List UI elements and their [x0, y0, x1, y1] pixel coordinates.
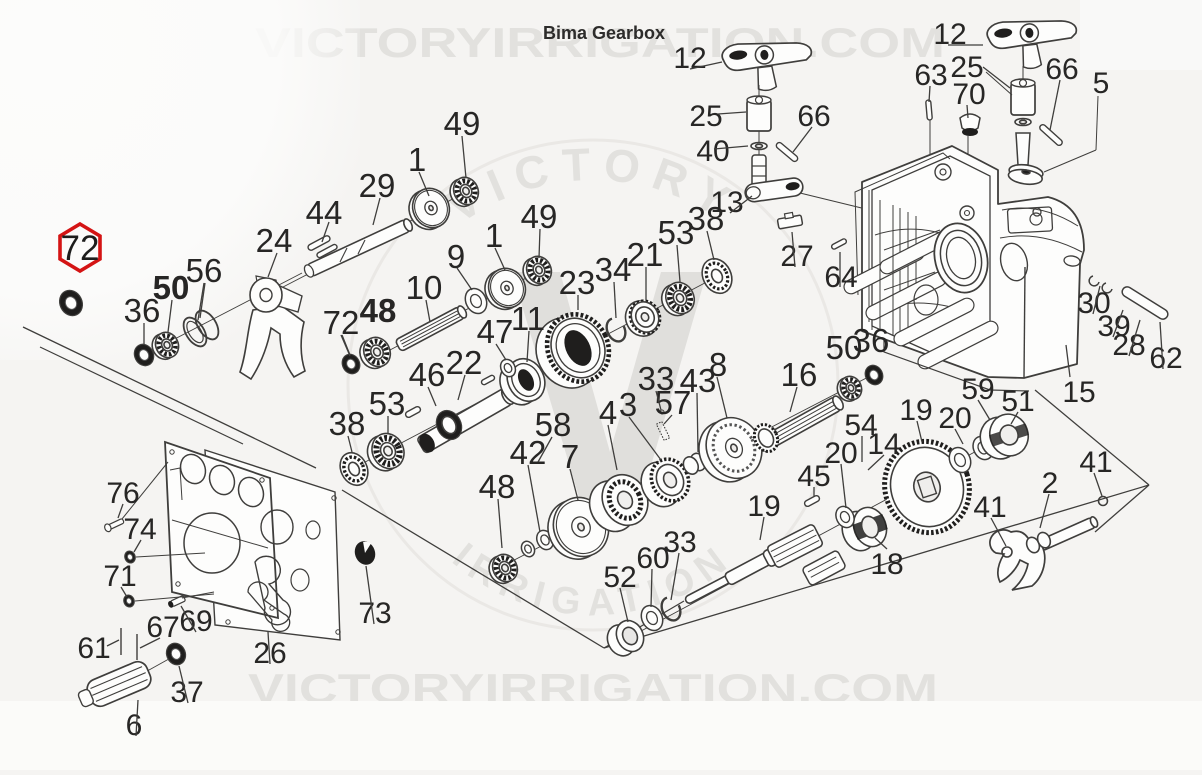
svg-text:73: 73 [358, 597, 391, 630]
svg-text:2: 2 [1042, 467, 1059, 500]
svg-text:63: 63 [914, 59, 947, 92]
svg-text:1: 1 [485, 217, 503, 254]
svg-text:23: 23 [559, 264, 596, 301]
svg-text:42: 42 [510, 434, 547, 471]
svg-text:49: 49 [521, 198, 558, 235]
svg-text:12: 12 [673, 42, 706, 75]
svg-text:30: 30 [1077, 287, 1110, 320]
svg-text:50: 50 [826, 329, 863, 366]
svg-text:46: 46 [409, 356, 446, 393]
svg-text:56: 56 [186, 252, 223, 289]
svg-text:19: 19 [899, 394, 932, 427]
svg-text:61: 61 [77, 632, 110, 665]
svg-text:36: 36 [124, 292, 161, 329]
svg-text:48: 48 [479, 468, 516, 505]
svg-text:25: 25 [950, 51, 983, 84]
svg-text:9: 9 [447, 238, 465, 275]
svg-text:27: 27 [780, 240, 813, 273]
svg-text:71: 71 [103, 560, 136, 593]
svg-text:14: 14 [867, 428, 900, 461]
svg-text:64: 64 [824, 261, 857, 294]
svg-text:66: 66 [1045, 53, 1078, 86]
svg-text:33: 33 [663, 526, 696, 559]
svg-text:69: 69 [179, 605, 212, 638]
svg-text:38: 38 [688, 200, 725, 237]
svg-text:VICTORYIRRIGATION.COM: VICTORYIRRIGATION.COM [255, 19, 945, 66]
svg-text:28: 28 [1112, 329, 1145, 362]
svg-text:6: 6 [126, 709, 143, 742]
svg-text:49: 49 [444, 105, 481, 142]
svg-text:24: 24 [256, 222, 293, 259]
svg-text:53: 53 [658, 214, 695, 251]
svg-text:3: 3 [619, 386, 637, 423]
svg-text:57: 57 [655, 384, 692, 421]
svg-text:47: 47 [477, 313, 514, 350]
svg-text:58: 58 [535, 406, 572, 443]
svg-text:34: 34 [595, 251, 632, 288]
svg-text:4: 4 [599, 394, 617, 431]
svg-text:48: 48 [360, 292, 397, 329]
svg-text:44: 44 [306, 194, 343, 231]
svg-text:33: 33 [638, 360, 675, 397]
svg-text:26: 26 [253, 637, 286, 670]
svg-text:29: 29 [359, 167, 396, 204]
svg-text:8: 8 [709, 346, 727, 383]
svg-text:37: 37 [170, 676, 203, 709]
svg-text:25: 25 [689, 100, 722, 133]
svg-text:5: 5 [1093, 67, 1110, 100]
svg-text:15: 15 [1062, 376, 1095, 409]
svg-text:41: 41 [1079, 446, 1112, 479]
svg-text:21: 21 [627, 236, 664, 273]
svg-text:38: 38 [329, 405, 366, 442]
svg-text:7: 7 [561, 438, 579, 475]
svg-text:60: 60 [636, 542, 669, 575]
svg-text:43: 43 [680, 362, 717, 399]
svg-text:12: 12 [933, 18, 966, 51]
svg-text:70: 70 [952, 78, 985, 111]
svg-text:41: 41 [973, 491, 1006, 524]
svg-text:22: 22 [446, 344, 483, 381]
svg-text:13: 13 [710, 186, 743, 219]
svg-text:Bima Gearbox: Bima Gearbox [543, 23, 665, 43]
svg-text:53: 53 [369, 385, 406, 422]
svg-text:40: 40 [696, 135, 729, 168]
svg-text:72: 72 [323, 304, 360, 341]
svg-text:10: 10 [406, 269, 443, 306]
svg-text:16: 16 [781, 356, 818, 393]
svg-text:72: 72 [61, 229, 100, 268]
svg-text:54: 54 [844, 409, 877, 442]
svg-text:62: 62 [1149, 342, 1182, 375]
svg-text:36: 36 [853, 322, 890, 359]
svg-text:39: 39 [1097, 310, 1130, 343]
svg-text:66: 66 [797, 100, 830, 133]
svg-text:1: 1 [408, 141, 426, 178]
svg-text:18: 18 [870, 548, 903, 581]
svg-text:67: 67 [146, 611, 179, 644]
svg-text:11: 11 [511, 300, 545, 337]
svg-text:50: 50 [153, 269, 190, 306]
